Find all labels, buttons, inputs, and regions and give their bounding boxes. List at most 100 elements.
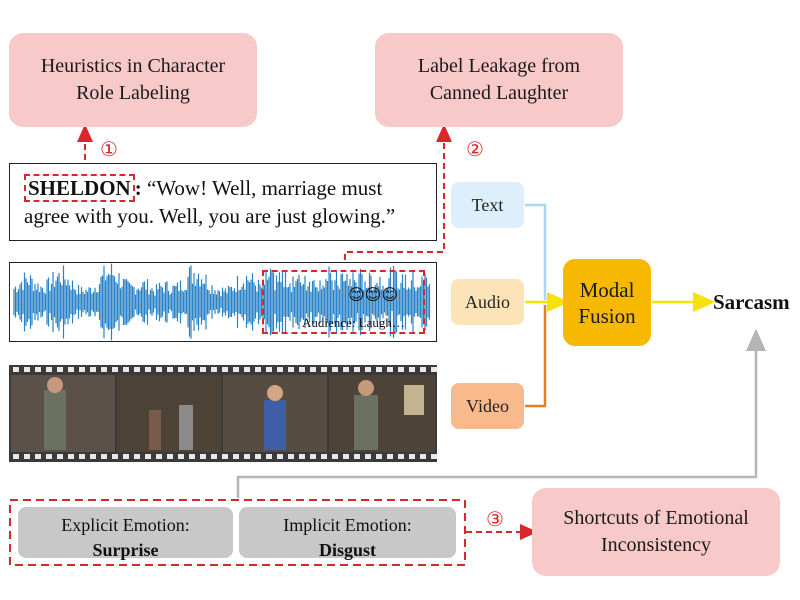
waveform-graphic (13, 263, 431, 341)
film-sprocket-hole (255, 454, 261, 459)
film-sprocket-hole (332, 454, 338, 459)
film-sprocket-hole (420, 367, 426, 372)
film-sprocket-hole (431, 367, 437, 372)
film-sprocket-hole (57, 454, 63, 459)
film-sprocket-hole (178, 454, 184, 459)
film-sprocket-hole (288, 454, 294, 459)
film-sprocket-hole (79, 367, 85, 372)
film-sprocket-hole (409, 367, 415, 372)
film-sprocket-hole (200, 454, 206, 459)
marker-two: ② (466, 139, 484, 161)
film-sprocket-hole (409, 454, 415, 459)
implicit-emotion-label: Implicit Emotion: (283, 515, 412, 535)
film-sprocket-hole (24, 454, 30, 459)
film-sprocket-hole (288, 367, 294, 372)
video-modality: Video (451, 383, 524, 429)
film-sprocket-hole (90, 367, 96, 372)
film-sprocket-hole (35, 454, 41, 459)
film-sprocket-hole (299, 454, 305, 459)
film-sprocket-hole (343, 454, 349, 459)
film-sprocket-hole (354, 454, 360, 459)
film-sprocket-hole (266, 367, 272, 372)
film-sprocket-hole (112, 367, 118, 372)
film-sprocket-hole (387, 454, 393, 459)
film-sprocket-hole (365, 367, 371, 372)
heuristics-box: Heuristics in Character Role Labeling (9, 33, 257, 127)
utterance-text-2: agree with you. Well, you are just glowi… (24, 204, 396, 228)
utterance-text-1: “Wow! Well, marriage must (141, 176, 383, 200)
film-sprocket-hole (310, 367, 316, 372)
heuristics-label: Heuristics in Character Role Labeling (40, 55, 226, 104)
film-sprocket-hole (79, 454, 85, 459)
implicit-emotion-value: Disgust (318, 540, 376, 560)
modal-fusion-label: Modal Fusion (578, 277, 636, 328)
filmstrip-graphic (11, 367, 437, 459)
emotion-dashed-frame (9, 499, 466, 566)
film-sprocket-hole (200, 367, 206, 372)
film-sprocket-hole (277, 367, 283, 372)
film-sprocket-hole (101, 454, 107, 459)
film-sprocket-hole (35, 367, 41, 372)
text-modality: Text (451, 182, 524, 228)
film-sprocket-hole (222, 367, 228, 372)
film-sprocket-hole (398, 454, 404, 459)
explicit-emotion-value: Surprise (92, 540, 159, 560)
laughter-caption: Audience: Laugh… (302, 315, 405, 330)
film-sprocket-hole (68, 454, 74, 459)
speaker-colon: : (134, 176, 142, 200)
film-sprocket-hole (321, 367, 327, 372)
film-sprocket-hole (134, 454, 140, 459)
marker-one: ① (100, 139, 118, 161)
leakage-label: Label Leakage from Canned Laughter (417, 55, 581, 104)
film-sprocket-hole (332, 367, 338, 372)
film-sprocket-hole (68, 367, 74, 372)
shortcuts-box: Shortcuts of Emotional Inconsistency (532, 488, 780, 576)
film-sprocket-hole (387, 367, 393, 372)
film-sprocket-hole (145, 454, 151, 459)
speaker-name: SHELDON (24, 174, 135, 202)
arrow-emotions-to-sarcasm (236, 328, 766, 498)
film-sprocket-hole (420, 454, 426, 459)
film-sprocket-hole (310, 454, 316, 459)
leakage-box: Label Leakage from Canned Laughter (375, 33, 623, 127)
film-sprocket-hole (365, 454, 371, 459)
film-sprocket-hole (145, 367, 151, 372)
film-sprocket-hole (233, 367, 239, 372)
shortcuts-label: Shortcuts of Emotional Inconsistency (563, 507, 749, 556)
film-sprocket-hole (222, 454, 228, 459)
explicit-emotion-label: Explicit Emotion: (61, 515, 190, 535)
film-sprocket-hole (24, 367, 30, 372)
film-sprocket-hole (343, 367, 349, 372)
film-sprocket-hole (211, 454, 217, 459)
audio-waveform-panel: 😊😊😊 Audience: Laugh… (9, 262, 437, 342)
film-sprocket-hole (134, 367, 140, 372)
film-sprocket-hole (57, 367, 63, 372)
film-sprocket-hole (277, 454, 283, 459)
laughter-highlight (262, 270, 425, 334)
film-sprocket-hole (167, 454, 173, 459)
line-text-to-fusion (525, 203, 547, 300)
film-sprocket-hole (90, 454, 96, 459)
film-sprocket-hole (233, 454, 239, 459)
laughter-emoji: 😊😊😊 (348, 285, 399, 304)
film-sprocket-hole (266, 454, 272, 459)
film-sprocket-hole (398, 367, 404, 372)
line-video-to-fusion (525, 305, 547, 408)
film-sprocket-hole (299, 367, 305, 372)
film-sprocket-hole (244, 454, 250, 459)
film-sprocket-hole (431, 454, 437, 459)
film-sprocket-hole (376, 367, 382, 372)
film-sprocket-hole (189, 367, 195, 372)
waveform-path (13, 263, 431, 341)
film-sprocket-hole (46, 367, 52, 372)
film-sprocket-hole (101, 367, 107, 372)
film-sprocket-hole (354, 367, 360, 372)
film-sprocket-hole (321, 454, 327, 459)
film-sprocket-hole (46, 454, 52, 459)
film-sprocket-hole (189, 454, 195, 459)
modal-fusion-box: Modal Fusion (563, 259, 651, 346)
film-sprocket-hole (112, 454, 118, 459)
sarcasm-output: Sarcasm (713, 290, 790, 314)
film-sprocket-hole (13, 454, 19, 459)
